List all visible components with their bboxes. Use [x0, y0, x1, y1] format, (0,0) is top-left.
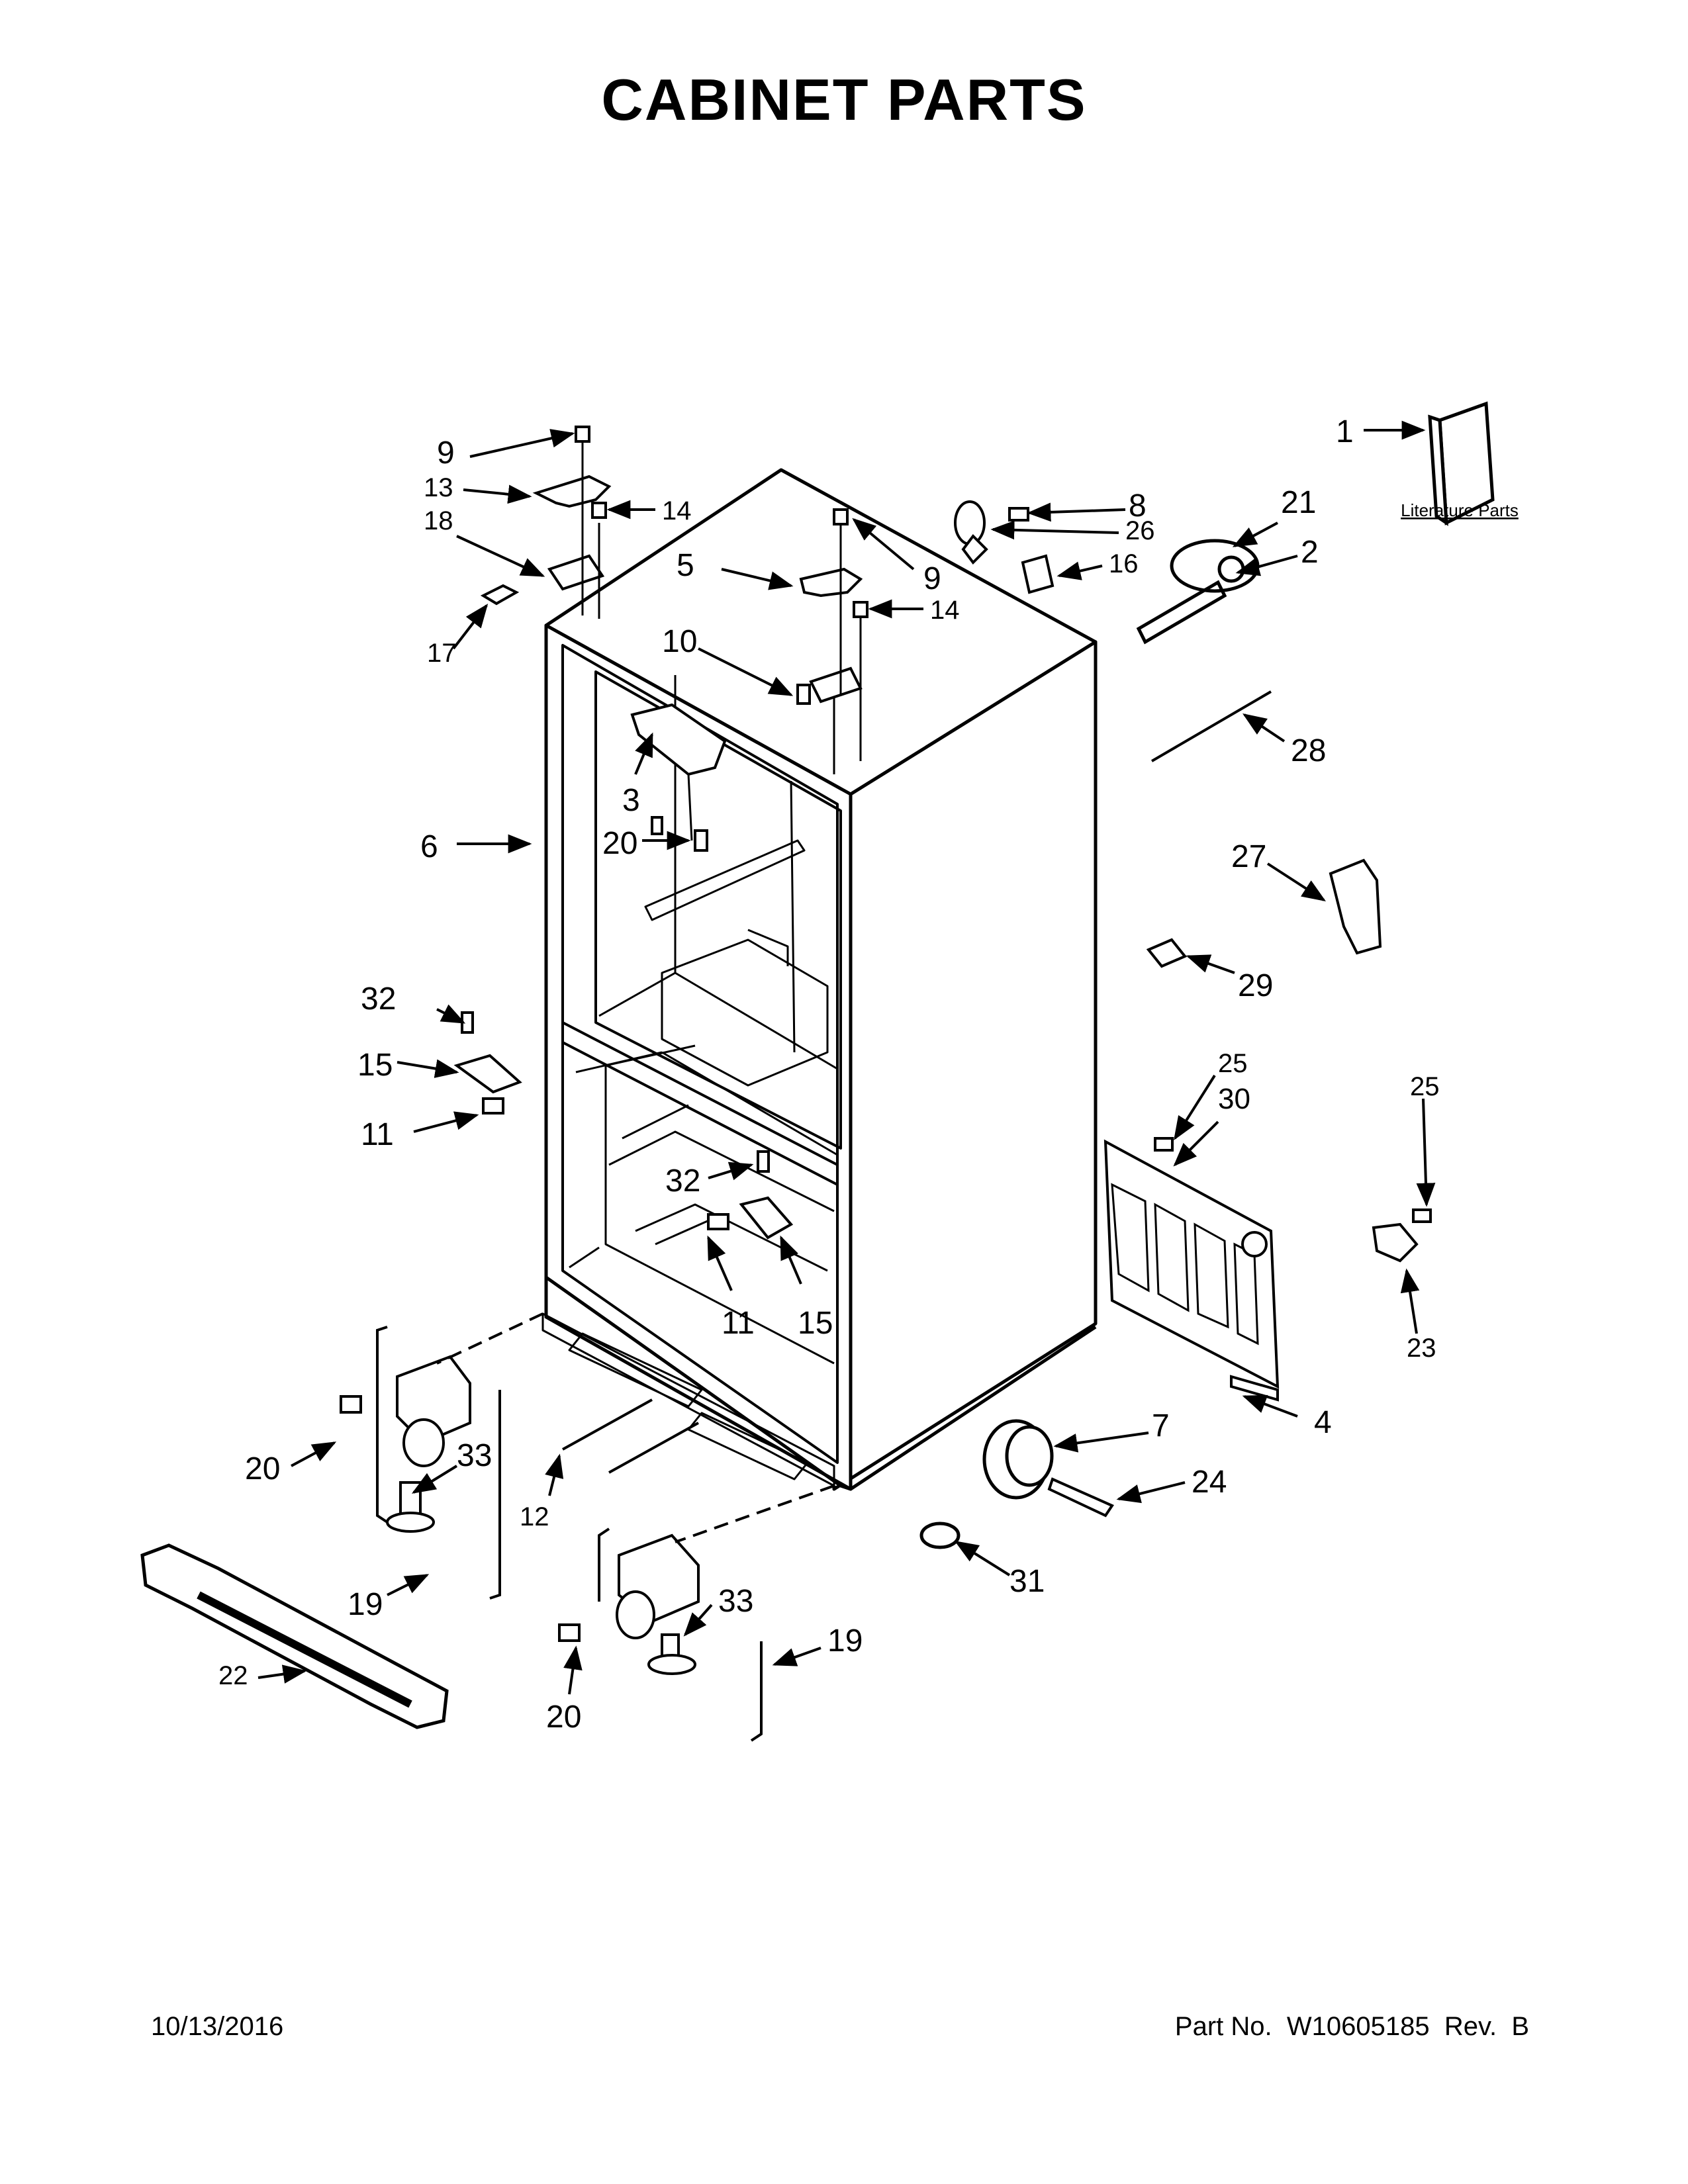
panel-screw: [1154, 1137, 1174, 1152]
callout-24: 24: [1192, 1465, 1227, 1500]
callout-2: 2: [1301, 535, 1319, 570]
callout-21: 21: [1281, 485, 1316, 520]
top-center-hinge: [796, 508, 868, 774]
clamp-screw: [1412, 1208, 1432, 1223]
footer-part-number: Part No. W10605185 Rev. B: [1174, 2012, 1529, 2041]
callout-19b: 19: [827, 1623, 863, 1659]
callout-27: 27: [1231, 839, 1266, 874]
water-tube-assembly: [1136, 539, 1260, 645]
callout-20b: 20: [602, 826, 637, 861]
mullion-brackets: [453, 816, 794, 1240]
literature-parts-booklet: [1428, 401, 1495, 526]
roller-wheel: [982, 1419, 1054, 1500]
callout-10: 10: [662, 624, 697, 659]
callout-19a: 19: [348, 1587, 383, 1622]
callout-32b: 32: [665, 1163, 700, 1199]
wire-harness: [1150, 690, 1272, 762]
callout-28: 28: [1291, 733, 1326, 768]
callout-8: 8: [1129, 488, 1147, 523]
callout-20a: 20: [245, 1451, 280, 1486]
page-title: CABINET PARTS: [601, 67, 1087, 132]
retaining-ring: [919, 1522, 961, 1549]
callout-14a: 14: [662, 496, 692, 525]
callout-20c: 20: [546, 1700, 581, 1735]
attachment-dash-lines: [436, 1312, 835, 1543]
callout-31: 31: [1009, 1564, 1045, 1599]
cabinet-body: [541, 468, 1098, 1491]
callout-7: 7: [1152, 1408, 1170, 1443]
callout-30: 30: [1218, 1083, 1250, 1115]
callout-15a: 15: [357, 1048, 393, 1083]
callout-5: 5: [677, 548, 694, 583]
literature-parts-label: Literature Parts: [1401, 500, 1519, 520]
callout-17: 17: [427, 639, 457, 668]
callout-1: 1: [1336, 414, 1354, 449]
side-cover: [1329, 858, 1382, 955]
callout-3: 3: [622, 783, 640, 818]
mounting-frame-outlines: [376, 1326, 763, 1742]
callout-12: 12: [520, 1502, 549, 1531]
callout-18: 18: [424, 506, 453, 535]
callout-11b: 11: [722, 1306, 755, 1341]
callout-9a: 9: [437, 435, 455, 471]
callout-22: 22: [218, 1661, 248, 1690]
callout-26: 26: [1125, 516, 1155, 545]
rear-access-panel: [1103, 1139, 1280, 1389]
callout-33b: 33: [718, 1584, 753, 1619]
callout-16: 16: [1109, 549, 1139, 578]
left-roller-bracket: [340, 1355, 471, 1533]
gasket-strip: [480, 584, 520, 606]
callout-25a: 25: [1218, 1049, 1248, 1078]
small-clip: [1146, 938, 1188, 968]
callout-23: 23: [1407, 1334, 1436, 1363]
toe-grille: [140, 1543, 449, 1729]
panel-strip: [1230, 1375, 1279, 1402]
roller-axle: [1047, 1477, 1114, 1518]
long-screws: [562, 1398, 699, 1474]
callout-15b: 15: [798, 1306, 833, 1341]
right-roller-bracket: [558, 1533, 700, 1675]
top-left-hinge: [532, 426, 612, 619]
tube-clamp: [1372, 1222, 1419, 1263]
callout-9b: 9: [923, 561, 941, 596]
callout-13: 13: [424, 473, 453, 502]
callout-labels: 1 2 3 4 5 6 7 8 9 9 10 11 11 12 13 14 14…: [218, 414, 1440, 1735]
callout-32a: 32: [361, 981, 396, 1017]
callout-33a: 33: [457, 1438, 492, 1473]
callout-29: 29: [1238, 968, 1273, 1003]
callout-4: 4: [1314, 1405, 1332, 1440]
footer-date: 10/13/2016: [151, 2012, 284, 2041]
leader-arrows: [258, 420, 1436, 1695]
callout-25b: 25: [1410, 1072, 1440, 1101]
callout-14b: 14: [930, 596, 960, 625]
callout-11a: 11: [361, 1117, 394, 1152]
callout-6: 6: [420, 829, 438, 864]
